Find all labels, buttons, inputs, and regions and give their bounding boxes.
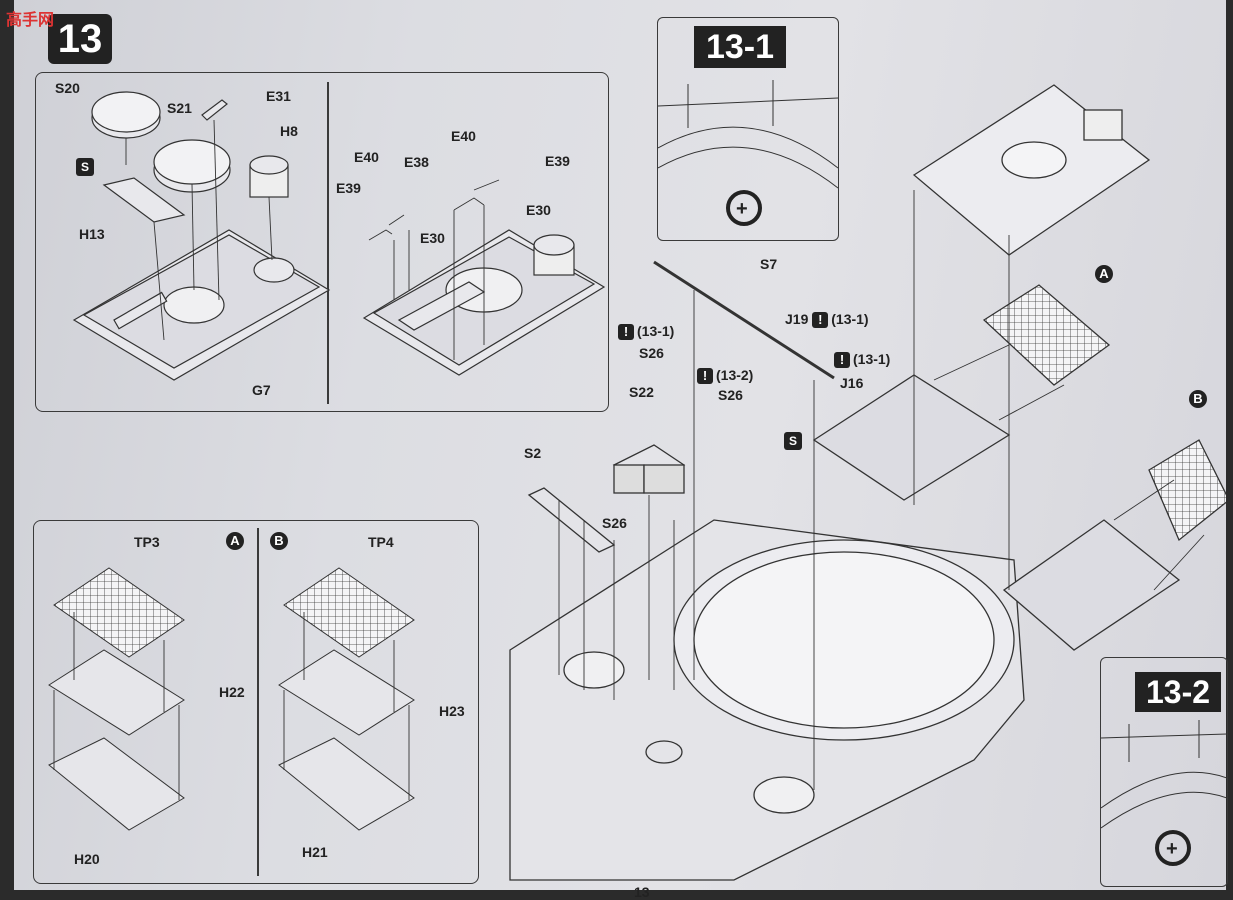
marker-b: B [270,532,288,550]
label-j16-ref: !(13-1) [834,351,890,368]
instruction-page: 13 高手网 [6,0,1228,900]
detail-box-13-1: 13-1 + [657,17,839,241]
label-s2: S2 [524,445,542,461]
label-tp4: TP4 [368,534,394,550]
detail-box-13-2: 13-2 + [1100,657,1228,887]
marker-b-main: B [1189,390,1207,408]
marker-a-main: A [1095,265,1113,283]
label-e38: E38 [404,154,429,170]
label-h8: H8 [280,123,298,139]
box1-drawing [72,91,606,381]
subassembly-box-bottom [33,520,479,884]
detail-13-2-drawing [1101,720,1227,866]
step-number: 13 [57,17,103,61]
step-number-badge: 13 [48,14,112,64]
subassembly-box-top [35,72,609,412]
label-s22: S22 [629,384,654,400]
watermark-logo: 高手网 [6,12,55,29]
label-e39-left: E39 [336,180,361,196]
subassembly-divider-bottom [257,528,259,876]
label-h20: H20 [74,851,100,867]
label-e40-left: E40 [354,149,379,165]
warning-icon: ! [697,368,713,384]
label-s26-a: S26 [639,345,664,361]
label-e39-right: E39 [545,153,570,169]
grille-drawings [48,567,415,831]
label-e30-left: E30 [420,230,445,246]
label-g7: G7 [252,382,271,398]
warning-icon: ! [834,352,850,368]
sticker-icon: S [76,158,94,176]
zoom-icon: + [736,198,748,220]
label-e31: E31 [266,88,291,104]
detail-13-2-title: 13-2 [1135,672,1221,712]
label-h21: H21 [302,844,328,860]
label-s26-ref-13-2: !(13-2) [697,367,753,384]
detail-13-1-title: 13-1 [694,26,786,68]
label-tp3: TP3 [134,534,160,550]
label-s26-b: S26 [718,387,743,403]
label-s26-ref-13-1: !(13-1) [618,323,674,340]
label-j16: J16 [840,375,864,391]
subassembly-divider [327,82,329,404]
label-s20: S20 [55,80,80,96]
label-s26-c: S26 [602,515,627,531]
label-e30-right: E30 [526,202,551,218]
label-s7: S7 [760,256,778,272]
label-s21: S21 [167,100,192,116]
label-h13: H13 [79,226,105,242]
marker-a: A [226,532,244,550]
label-e40-right: E40 [451,128,476,144]
page-number: 13 [634,884,650,900]
zoom-icon: + [1166,838,1178,860]
label-h23: H23 [439,703,465,719]
warning-icon: ! [618,324,634,340]
main-hull-drawing [509,84,1226,881]
warning-icon: ! [812,312,829,328]
detail-13-1-drawing [658,80,838,226]
label-j19: J19 !(13-1) [785,311,869,328]
label-h22: H22 [219,684,245,700]
sticker-icon: S [784,432,802,450]
